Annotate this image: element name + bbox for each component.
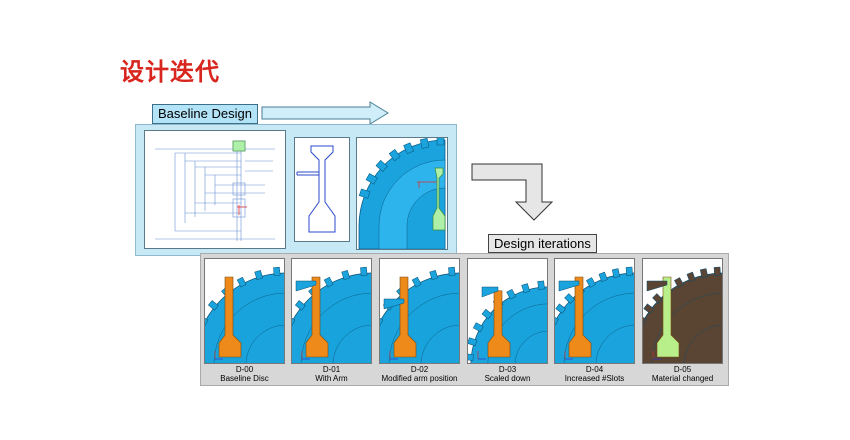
disc-tooth <box>254 270 264 281</box>
iteration-d03: D-03 Scaled down <box>467 258 548 383</box>
disc-tooth <box>468 337 478 347</box>
disc-tooth <box>699 268 709 278</box>
disc-arm <box>558 280 580 292</box>
disc-tooth <box>611 268 621 278</box>
disc-tooth <box>652 293 663 304</box>
disc-tooth <box>521 283 531 294</box>
iteration-code: D-02 <box>410 365 429 374</box>
disc-tooth <box>643 315 647 325</box>
disc-tooth <box>537 280 545 290</box>
web-section <box>656 276 680 358</box>
disc-tooth <box>481 308 493 320</box>
disc-3d-model <box>356 137 448 250</box>
disc-tooth <box>294 300 306 311</box>
disc-tooth <box>360 266 368 277</box>
disc-tooth <box>598 271 608 283</box>
web-section <box>305 276 329 358</box>
iteration-code: D-01 <box>322 365 341 374</box>
iteration-d00: D-00 Baseline Disc <box>204 258 285 383</box>
disc-tooth <box>472 322 484 333</box>
iteration-code: D-00 <box>235 365 254 374</box>
iteration-desc: Modified arm position <box>381 374 458 383</box>
iteration-desc: Increased #Slots <box>564 374 625 383</box>
disc-tooth <box>448 266 456 277</box>
web-section <box>487 290 511 358</box>
disc-arm <box>481 286 499 298</box>
disc-tooth <box>713 266 721 276</box>
disc-tooth <box>236 276 247 288</box>
design-iterations-label: Design iterations <box>488 234 597 253</box>
disc-tooth <box>380 315 384 326</box>
iteration-thumbnail <box>554 258 635 364</box>
iteration-d01: D-01 With Arm <box>291 258 372 383</box>
disc-tooth <box>292 315 296 326</box>
disc-tooth <box>674 277 684 288</box>
engineering-drawing <box>144 130 286 249</box>
iteration-code: D-03 <box>498 365 517 374</box>
right-arrow-icon <box>261 101 389 125</box>
disc-tooth <box>643 303 655 314</box>
disc-tooth <box>411 276 422 288</box>
cross-section-drawing <box>294 137 350 242</box>
baseline-design-label: Baseline Design <box>152 104 258 124</box>
iteration-desc: With Arm <box>315 374 348 383</box>
iteration-d02: D-02 Modified arm position <box>379 258 460 383</box>
iteration-desc: Material changed <box>651 374 714 383</box>
disc-arm <box>383 298 405 310</box>
disc-tooth <box>205 315 209 326</box>
iteration-d05: D-05 Material changed <box>642 258 723 383</box>
disc-tooth <box>564 293 575 304</box>
disc-tooth <box>273 266 281 277</box>
iteration-thumbnail <box>379 258 460 364</box>
disc-tooth <box>207 300 219 311</box>
iteration-desc: Scaled down <box>484 374 531 383</box>
iteration-desc: Baseline Disc <box>220 374 269 383</box>
iteration-code: D-05 <box>673 365 692 374</box>
iteration-thumbnail <box>204 258 285 364</box>
disc-arm <box>295 280 317 292</box>
web-section <box>393 276 417 358</box>
iteration-thumbnail <box>467 258 548 364</box>
iteration-code: D-04 <box>585 365 604 374</box>
disc-tooth <box>586 277 596 288</box>
slide-title: 设计迭代 <box>120 58 220 86</box>
disc-tooth <box>341 270 351 281</box>
disc-tooth <box>686 271 696 283</box>
disc-tooth <box>468 353 474 361</box>
down-arrow-icon <box>471 163 554 221</box>
disc-tooth <box>555 315 559 325</box>
disc-tooth <box>323 276 334 288</box>
disc-tooth <box>506 288 517 300</box>
iteration-thumbnail <box>642 258 723 364</box>
iterations-panel: D-00 Baseline Disc D-01 With Arm D-02 Mo… <box>200 253 729 386</box>
iteration-thumbnail <box>291 258 372 364</box>
baseline-panel <box>135 124 457 256</box>
iteration-d04: D-04 Increased #Slots <box>554 258 635 383</box>
disc-tooth <box>429 270 439 281</box>
web-section <box>568 276 592 358</box>
disc-tooth <box>555 303 567 314</box>
disc-arm <box>646 280 668 292</box>
web-section <box>218 276 242 358</box>
disc-tooth <box>625 266 633 276</box>
